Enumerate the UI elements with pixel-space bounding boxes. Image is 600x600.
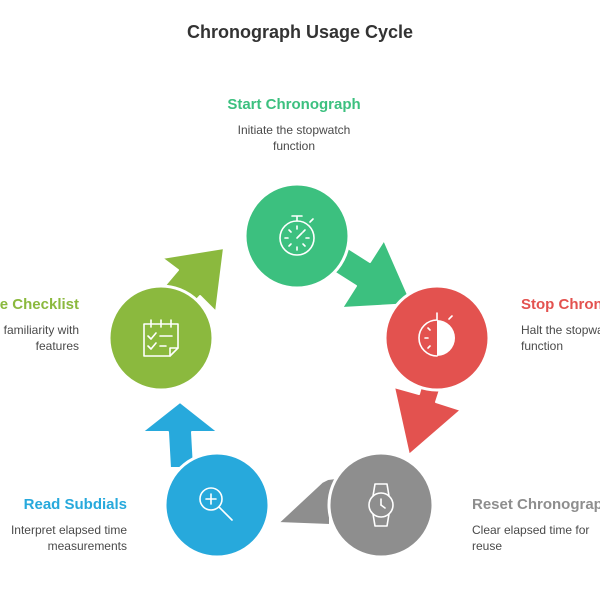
step-reset-chronograph xyxy=(327,451,435,559)
step-desc-complete-line1: Ensure familiarity with xyxy=(0,323,79,337)
step-start-chronograph xyxy=(243,182,351,290)
wristwatch-icon xyxy=(368,483,394,527)
step-title-read: Read Subdials xyxy=(24,496,127,513)
complete-node-circle xyxy=(107,284,215,392)
diagram-title: Chronograph Usage Cycle xyxy=(187,22,413,42)
step-desc-reset-line2: reuse xyxy=(472,539,502,553)
start-node-circle xyxy=(243,182,351,290)
magnifier-icon xyxy=(199,487,233,521)
step-desc-start-line2: function xyxy=(273,139,315,153)
stopwatch-icon xyxy=(279,215,315,256)
step-title-reset: Reset Chronograph xyxy=(472,496,600,513)
step-desc-read-line1: Interpret elapsed time xyxy=(11,523,127,537)
checklist-icon xyxy=(143,319,179,357)
step-desc-stop-line2: function xyxy=(521,339,563,353)
stopwatch-half-icon xyxy=(418,312,455,357)
step-desc-stop-line1: Halt the stopwatch xyxy=(521,323,600,337)
step-desc-reset-line1: Clear elapsed time for xyxy=(472,523,589,537)
step-desc-complete-line2: features xyxy=(36,339,79,353)
label-stop-chronograph: Stop Chronograph Halt the stopwatch func… xyxy=(521,296,600,353)
label-complete-checklist: Complete Checklist Ensure familiarity wi… xyxy=(0,296,79,353)
step-desc-read-line2: measurements xyxy=(48,539,127,553)
step-desc-start-line1: Initiate the stopwatch xyxy=(238,123,351,137)
label-reset-chronograph: Reset Chronograph Clear elapsed time for… xyxy=(472,496,600,553)
label-read-subdials: Read Subdials Interpret elapsed time mea… xyxy=(11,496,127,553)
step-read-subdials xyxy=(163,451,271,559)
step-title-start: Start Chronograph xyxy=(227,96,360,113)
step-title-stop: Stop Chronograph xyxy=(521,296,600,313)
step-stop-chronograph xyxy=(383,284,491,392)
step-title-complete: Complete Checklist xyxy=(0,296,79,313)
label-start-chronograph: Start Chronograph Initiate the stopwatch… xyxy=(227,96,360,153)
read-node-circle xyxy=(163,451,271,559)
step-complete-checklist xyxy=(107,284,215,392)
